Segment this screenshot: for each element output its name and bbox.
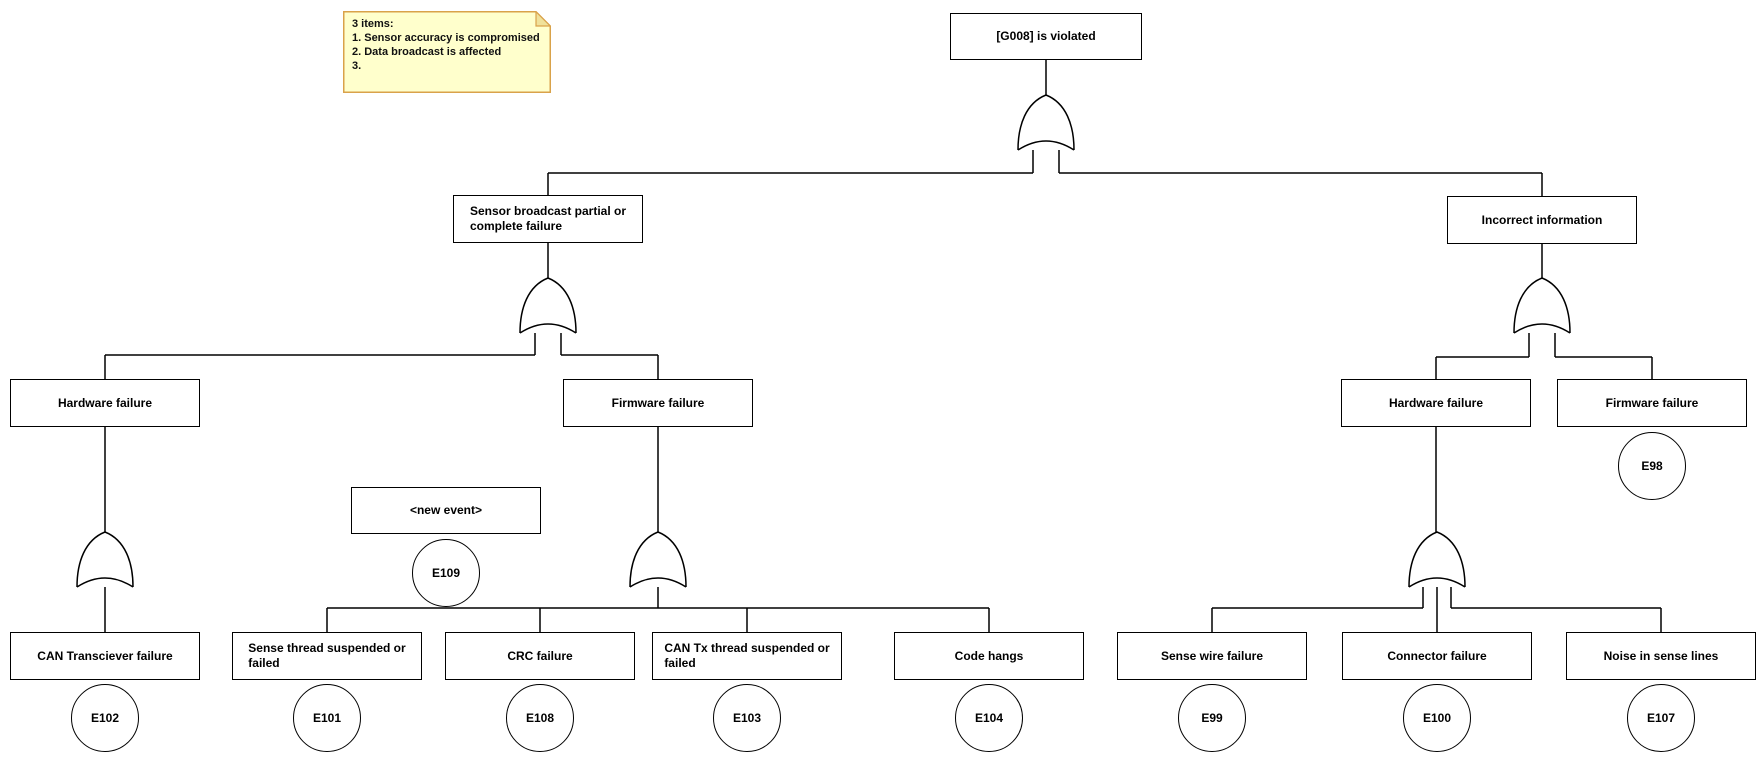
event-box-label: Hardware failure [1388, 395, 1484, 410]
event-box-can-tx-thread-suspended[interactable]: CAN Tx thread suspended or failed [652, 632, 842, 680]
event-box-label: Incorrect information [1481, 212, 1603, 227]
event-box-label: Sensor broadcast partial or complete fai… [469, 204, 627, 233]
basic-event-label: E108 [525, 711, 555, 725]
basic-event-e99[interactable]: E99 [1178, 684, 1246, 752]
event-box-label: Code hangs [954, 648, 1024, 663]
basic-event-label: E107 [1646, 711, 1676, 725]
basic-event-e108[interactable]: E108 [506, 684, 574, 752]
sticky-note-text: 3 items: 1. Sensor accuracy is compromis… [352, 18, 540, 72]
event-box-firmware-failure-right[interactable]: Firmware failure [1557, 379, 1747, 427]
event-box-hardware-failure-left[interactable]: Hardware failure [10, 379, 200, 427]
sticky-note[interactable]: 3 items: 1. Sensor accuracy is compromis… [343, 10, 552, 93]
basic-event-e109[interactable]: E109 [412, 539, 480, 607]
event-box-label: [G008] is violated [996, 29, 1096, 43]
basic-event-label: E101 [312, 711, 342, 725]
event-box-connector-failure[interactable]: Connector failure [1342, 632, 1532, 680]
basic-event-e103[interactable]: E103 [713, 684, 781, 752]
sticky-note-fold-corner [535, 10, 552, 27]
event-box-new-event[interactable]: <new event> [351, 487, 541, 534]
basic-event-e101[interactable]: E101 [293, 684, 361, 752]
event-box-noise-in-sense-lines[interactable]: Noise in sense lines [1566, 632, 1756, 680]
wire [104, 243, 659, 379]
basic-event-label: E103 [732, 711, 762, 725]
event-box-label: Sense thread suspended or failed [248, 641, 406, 670]
event-box-label: Firmware failure [1605, 395, 1699, 410]
basic-event-label: E109 [431, 566, 461, 580]
event-box-label: <new event> [409, 503, 483, 517]
event-box-label: CAN Transciever failure [37, 648, 173, 663]
basic-event-e104[interactable]: E104 [955, 684, 1023, 752]
basic-event-label: E102 [90, 711, 120, 725]
basic-event-e100[interactable]: E100 [1403, 684, 1471, 752]
event-box-label: Firmware failure [611, 395, 705, 410]
basic-event-label: E99 [1201, 711, 1223, 725]
event-box-crc-failure[interactable]: CRC failure [445, 632, 635, 680]
or-gate-root[interactable] [1017, 94, 1075, 151]
basic-event-e102[interactable]: E102 [71, 684, 139, 752]
event-box-can-transceiver-failure[interactable]: CAN Transciever failure [10, 632, 200, 680]
or-gate-incorrect-information[interactable] [1513, 277, 1571, 334]
event-box-g008[interactable]: [G008] is violated [950, 13, 1142, 60]
event-box-label: CAN Tx thread suspended or failed [664, 641, 830, 670]
basic-event-e98[interactable]: E98 [1618, 432, 1686, 500]
basic-event-label: E104 [974, 711, 1004, 725]
event-box-label: Sense wire failure [1160, 648, 1264, 663]
basic-event-label: E100 [1422, 711, 1452, 725]
or-gate-sensor-broadcast[interactable] [519, 277, 577, 334]
basic-event-e107[interactable]: E107 [1627, 684, 1695, 752]
or-gate-firmware-left[interactable] [629, 531, 687, 588]
wire [547, 143, 1543, 196]
event-box-sense-wire-failure[interactable]: Sense wire failure [1117, 632, 1307, 680]
event-box-incorrect-information[interactable]: Incorrect information [1447, 196, 1637, 244]
wire [1435, 244, 1653, 379]
or-gate-hardware-right[interactable] [1408, 531, 1466, 588]
event-box-label: CRC failure [507, 648, 573, 663]
event-box-code-hangs[interactable]: Code hangs [894, 632, 1084, 680]
sticky-note-shape [343, 10, 552, 93]
event-box-firmware-failure-left[interactable]: Firmware failure [563, 379, 753, 427]
or-gate-hardware-left[interactable] [76, 531, 134, 588]
event-box-label: Connector failure [1387, 648, 1487, 663]
event-box-sensor-broadcast-failure[interactable]: Sensor broadcast partial or complete fai… [453, 195, 643, 243]
event-box-label: Noise in sense lines [1603, 648, 1719, 663]
basic-event-label: E98 [1641, 459, 1663, 473]
event-box-label: Hardware failure [57, 395, 153, 410]
event-box-hardware-failure-right[interactable]: Hardware failure [1341, 379, 1531, 427]
wire [326, 427, 990, 632]
event-box-sense-thread-suspended[interactable]: Sense thread suspended or failed [232, 632, 422, 680]
wire [1211, 427, 1662, 632]
